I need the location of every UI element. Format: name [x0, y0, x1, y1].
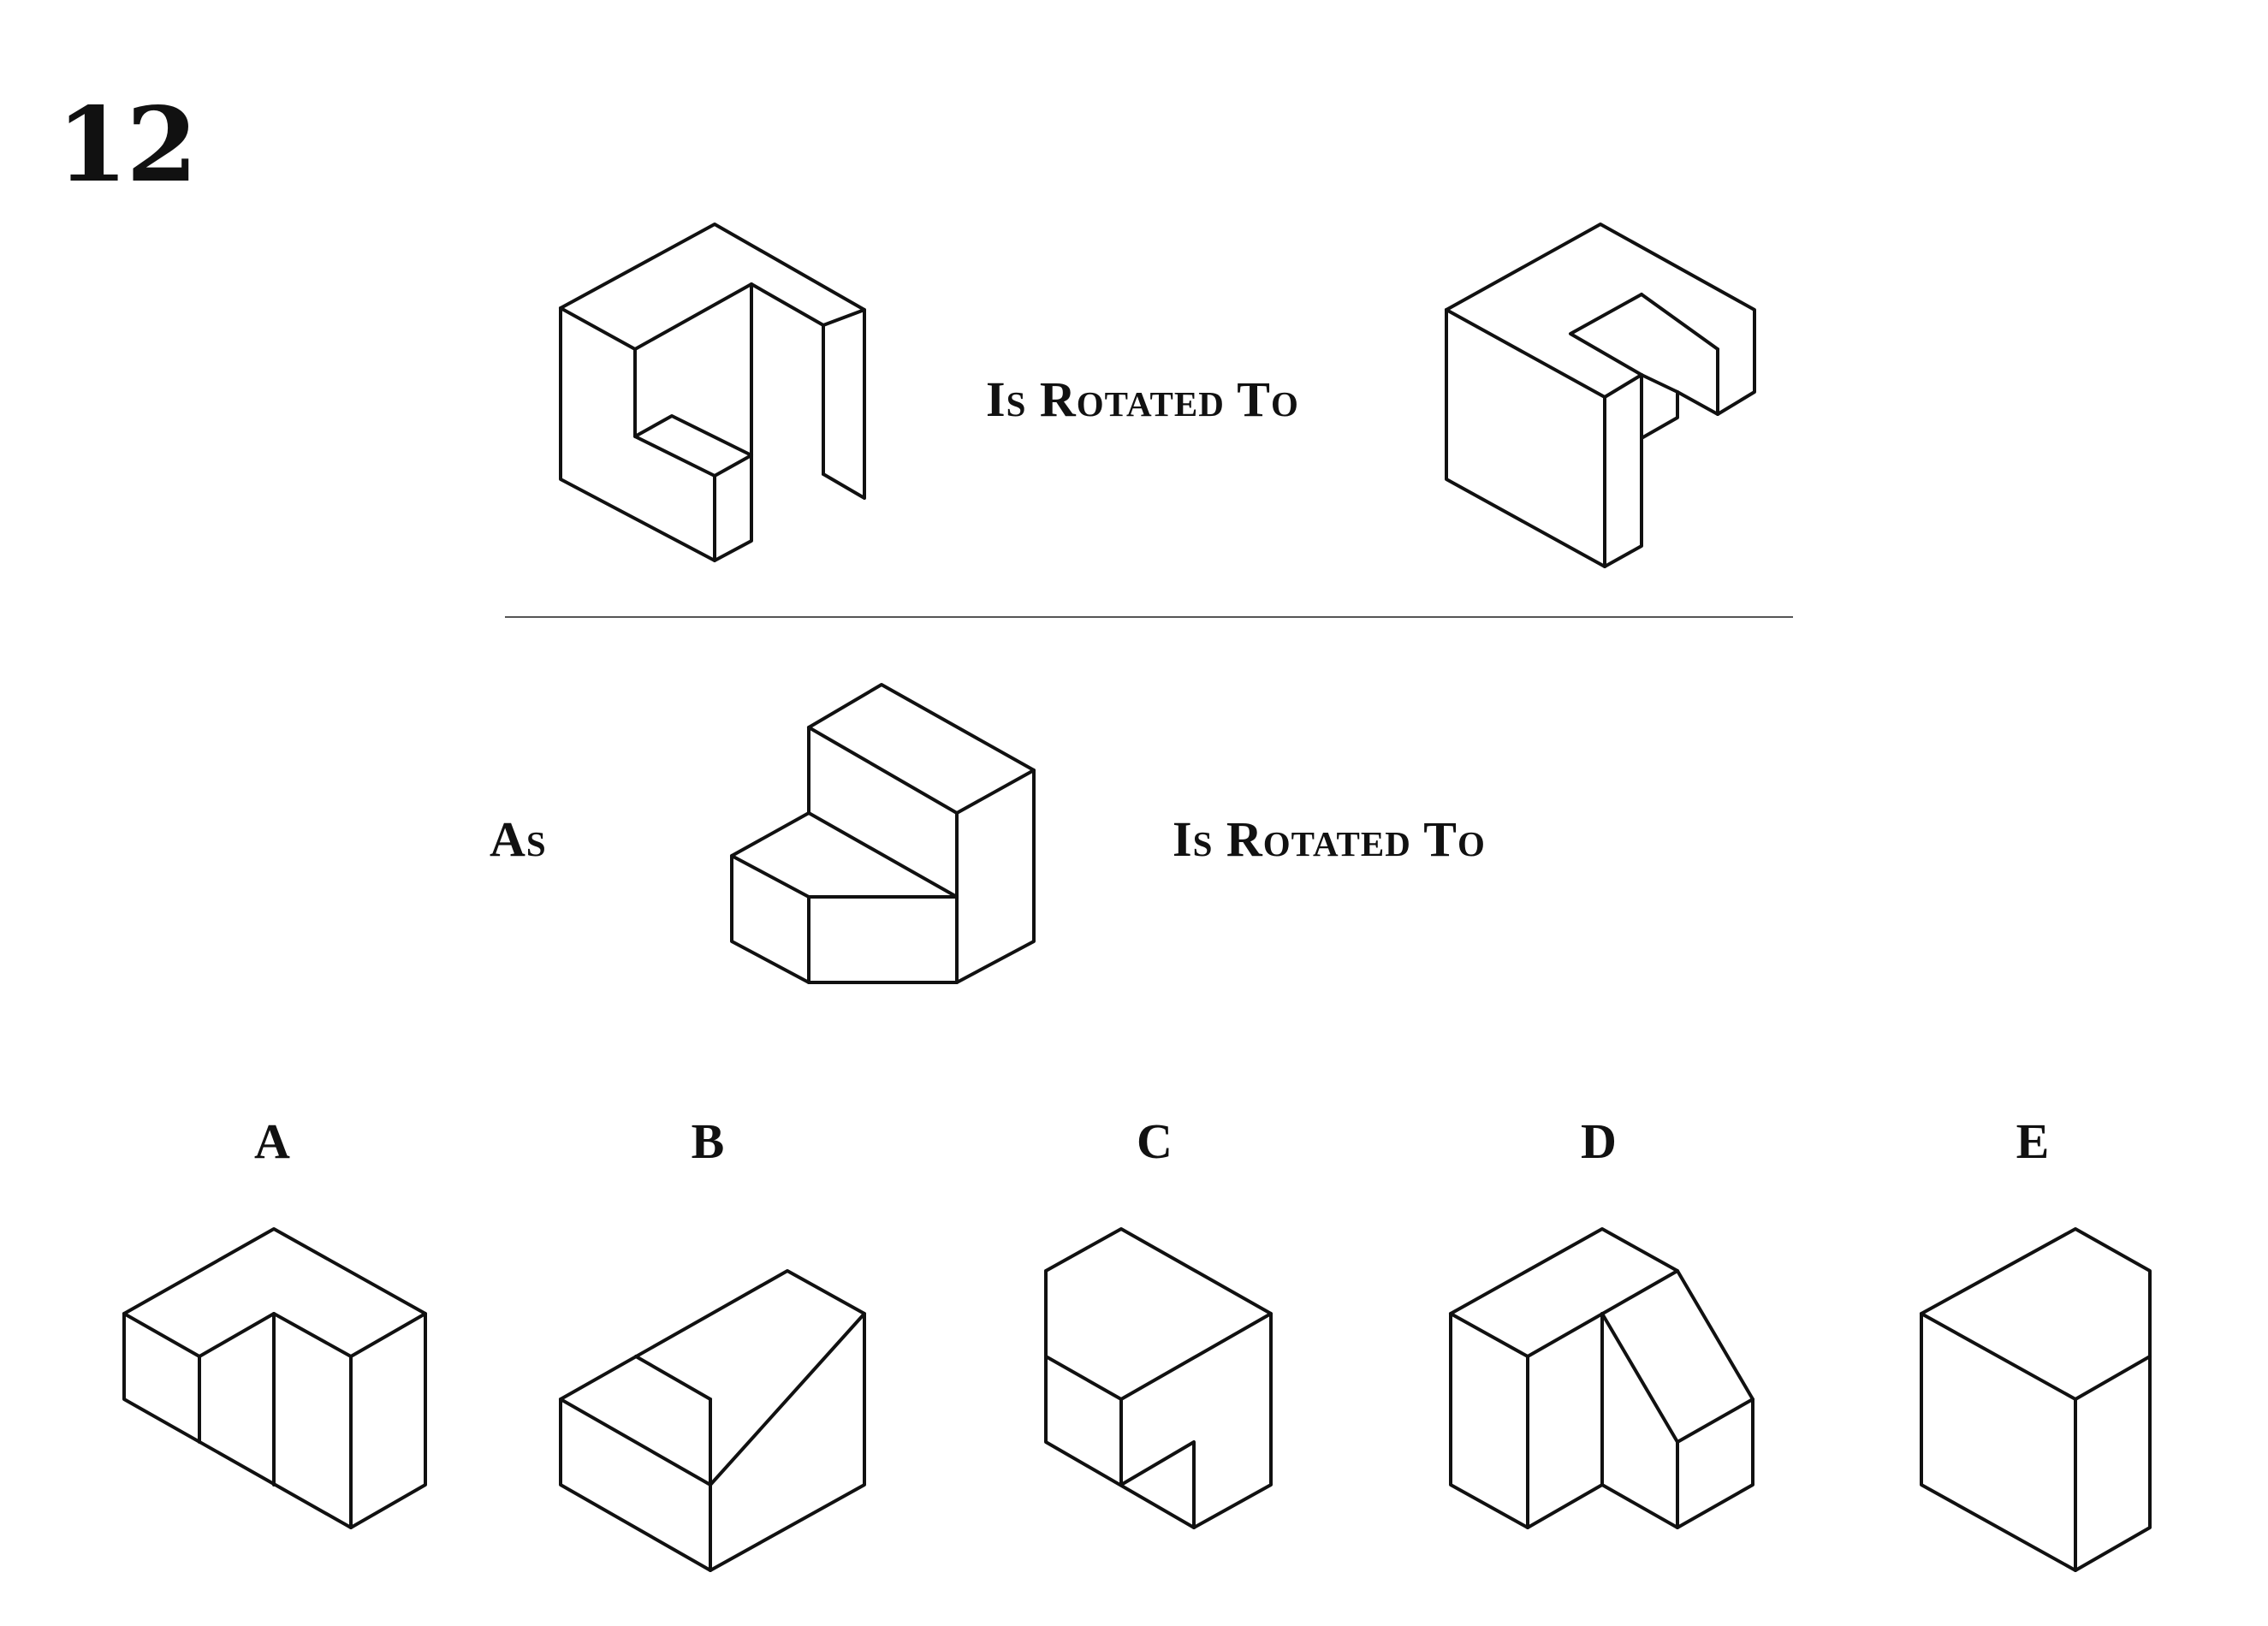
option-d-shape [1449, 1227, 1754, 1529]
option-a-label[interactable]: A [254, 1113, 290, 1169]
problem-lead: As [490, 811, 547, 867]
option-d-label[interactable]: D [1581, 1113, 1617, 1169]
example-phrase: Is Rotated To [986, 371, 1299, 427]
section-divider [505, 616, 1793, 618]
problem-shape [730, 683, 1036, 984]
option-b-shape [559, 1269, 866, 1572]
option-e-label[interactable]: E [2016, 1113, 2050, 1169]
example-rotated-shape [1445, 223, 1756, 568]
question-number: 12 [56, 85, 198, 205]
option-c-label[interactable]: C [1137, 1113, 1173, 1169]
option-b-label[interactable]: B [691, 1113, 725, 1169]
option-e-shape [1920, 1227, 2152, 1572]
example-original-shape [559, 223, 866, 562]
problem-phrase: Is Rotated To [1173, 811, 1486, 867]
option-c-shape [1044, 1227, 1273, 1529]
option-a-shape [122, 1227, 427, 1529]
